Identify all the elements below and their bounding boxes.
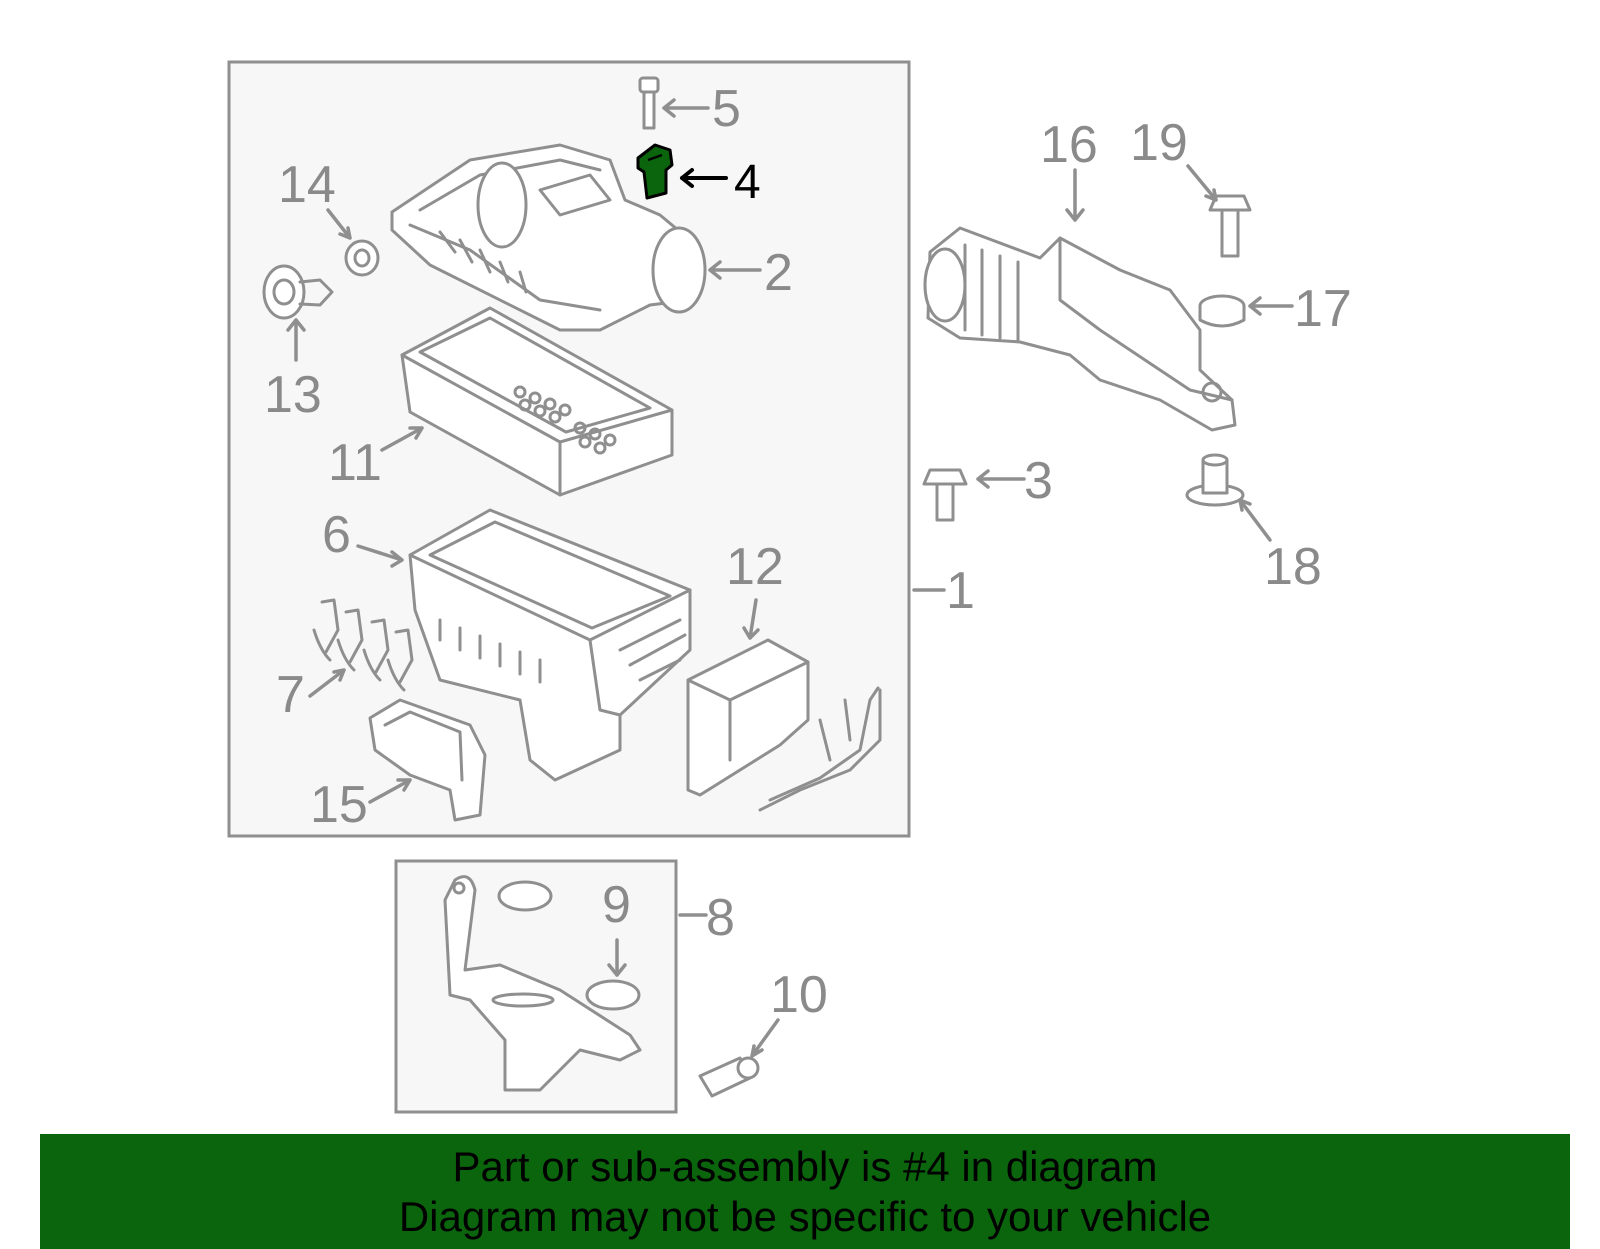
- callout-17: 17: [1294, 280, 1352, 338]
- banner-line-2: Diagram may not be specific to your vehi…: [398, 1193, 1212, 1240]
- part-6-lower-housing[interactable]: [408, 508, 692, 782]
- callout-labels: 1 2 3 4 5 6 7 8 9 10 11 12 13 14 15 16 1…: [264, 80, 1352, 1024]
- callout-13: 13: [264, 366, 322, 424]
- callout-9: 9: [602, 876, 631, 934]
- callout-5: 5: [712, 80, 741, 138]
- callout-14: 14: [278, 156, 336, 214]
- part-19-bolt[interactable]: [1208, 194, 1252, 258]
- callout-18: 18: [1264, 538, 1322, 596]
- part-4-sensor-highlighted[interactable]: [636, 143, 674, 200]
- callout-3: 3: [1024, 452, 1053, 510]
- part-8-bracket[interactable]: [443, 875, 642, 1092]
- callout-1: 1: [946, 562, 975, 620]
- callout-2: 2: [764, 244, 793, 302]
- part-7-clips[interactable]: [312, 598, 414, 692]
- part-18-insulator[interactable]: [1185, 453, 1245, 507]
- part-12-resonator[interactable]: [686, 638, 810, 797]
- callout-15: 15: [310, 776, 368, 834]
- part-16-intake-tube[interactable]: [923, 226, 1237, 432]
- info-banner: Part or sub-assembly is #4 in diagram Di…: [40, 1134, 1570, 1249]
- banner-line-1: Part or sub-assembly is #4 in diagram: [452, 1143, 1158, 1190]
- callout-16: 16: [1040, 116, 1098, 174]
- part-9-grommet[interactable]: [497, 880, 641, 1011]
- part-2-air-cleaner-cover[interactable]: [390, 143, 707, 332]
- leader-lines: [286, 98, 1294, 1058]
- part-14-washer[interactable]: [344, 239, 380, 277]
- part-3-bolt[interactable]: [922, 468, 968, 522]
- callout-6: 6: [322, 506, 351, 564]
- callout-11: 11: [328, 434, 382, 492]
- callout-10: 10: [770, 966, 828, 1024]
- part-5-screw[interactable]: [638, 76, 660, 130]
- part-12-bracket-wire[interactable]: [758, 686, 882, 812]
- callout-12: 12: [726, 538, 784, 596]
- part-11-filter-element[interactable]: [400, 306, 674, 497]
- callout-7: 7: [276, 666, 305, 724]
- part-15-duct[interactable]: [368, 698, 487, 822]
- callout-8: 8: [706, 889, 735, 947]
- part-17-grommet[interactable]: [1198, 294, 1246, 328]
- part-10-bolt[interactable]: [698, 1056, 760, 1098]
- callout-19: 19: [1130, 114, 1188, 172]
- part-13-grommet[interactable]: [262, 264, 334, 320]
- callout-4: 4: [734, 156, 761, 209]
